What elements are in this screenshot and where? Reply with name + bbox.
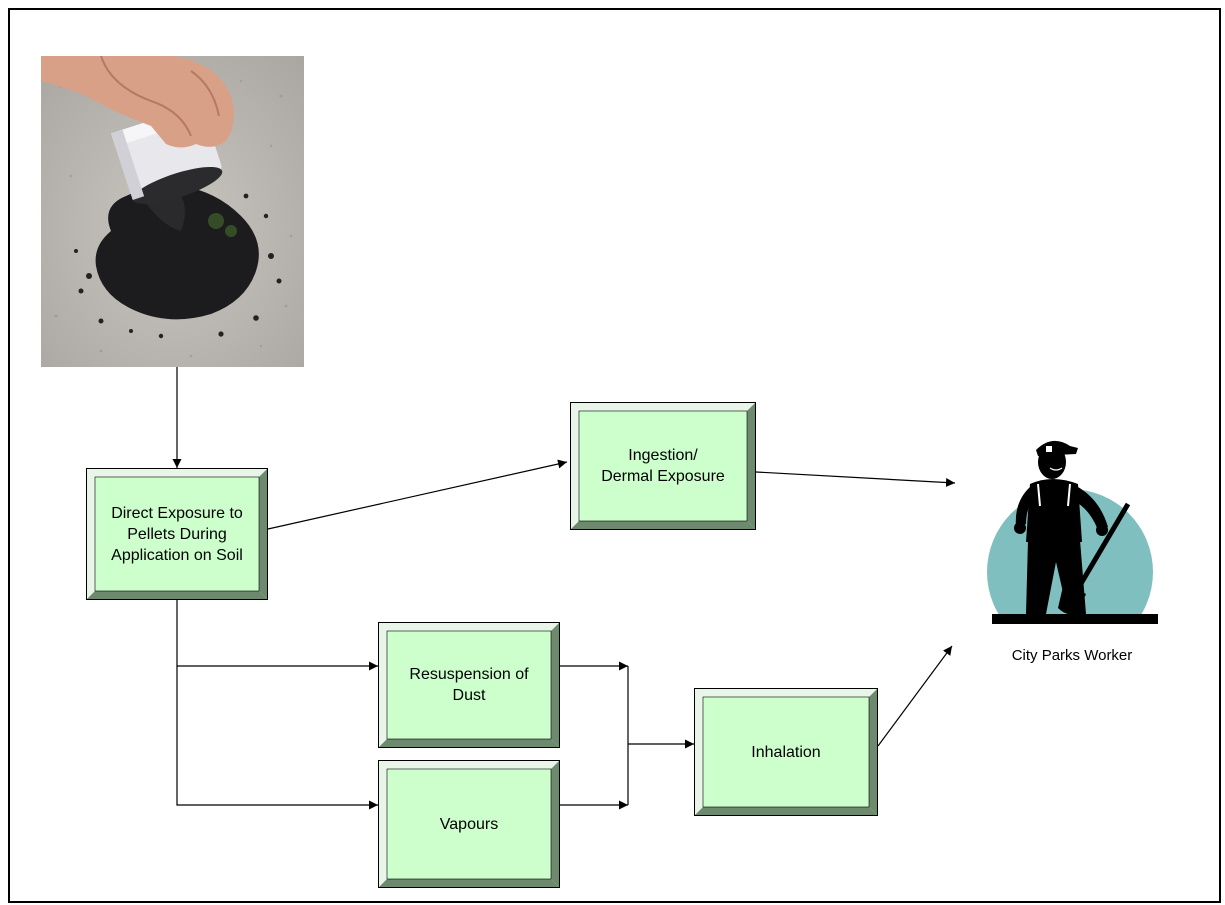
worker-with-shovel-icon <box>982 432 1162 632</box>
box-vapours: Vapours <box>378 760 560 888</box>
arrow-ingestion-to-worker <box>755 471 956 487</box>
box-label: Inhalation <box>751 743 821 761</box>
arrow-direct-to-resuspension <box>176 600 378 671</box>
worker-label: City Parks Worker <box>1011 647 1133 664</box>
box-ingestion: Ingestion/ Dermal Exposure <box>570 402 756 530</box>
box-inhalation: Inhalation <box>694 688 878 816</box>
arrow-direct-to-ingestion <box>267 459 568 530</box>
box-label: Ingestion/ Dermal Exposure <box>601 447 725 485</box>
pellets-photo <box>41 56 304 367</box>
arrow-direct-to-vapours <box>176 666 378 810</box>
box-label: Direct Exposure to Pellets During Applic… <box>111 504 243 564</box>
arrow-inhalation-to-worker <box>877 645 953 747</box>
box-direct-exposure: Direct Exposure to Pellets During Applic… <box>86 468 268 600</box>
box-label: Vapours <box>439 815 499 833</box>
box-label: Resuspension of Dust <box>409 666 529 704</box>
box-resuspension: Resuspension of Dust <box>378 622 560 748</box>
